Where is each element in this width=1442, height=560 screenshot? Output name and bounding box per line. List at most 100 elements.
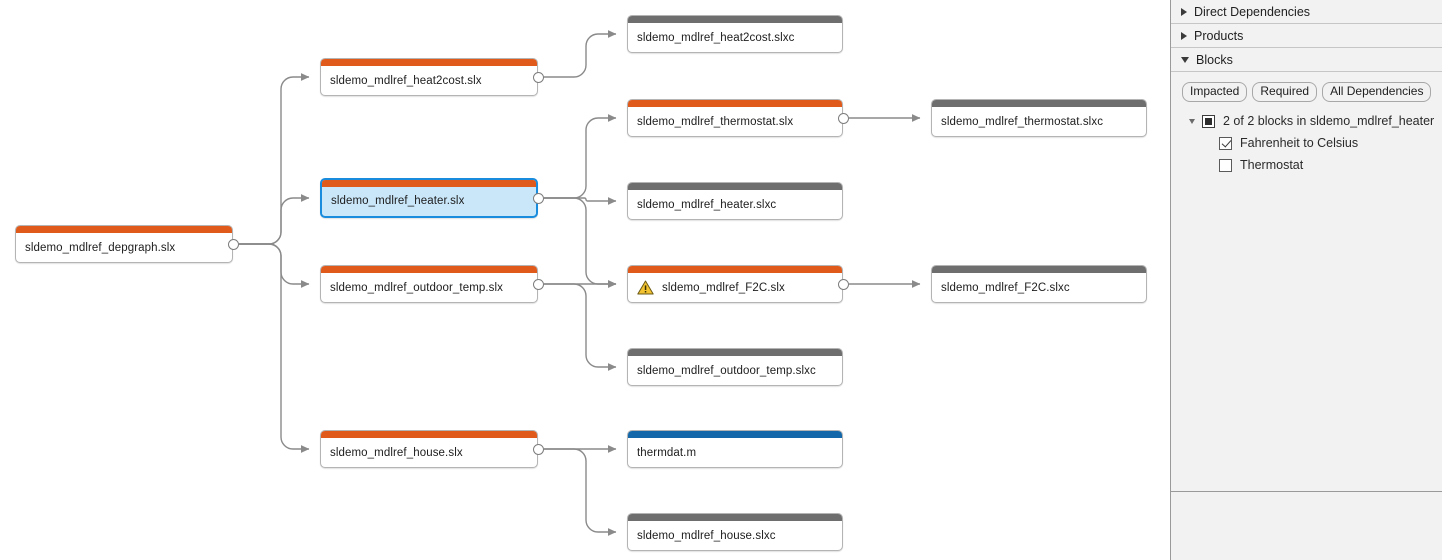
node-header-bar xyxy=(321,431,537,438)
edge-layer xyxy=(239,30,921,536)
block-filter-button-group: Impacted Required All Dependencies xyxy=(1171,72,1442,102)
chevron-right-icon xyxy=(1181,7,1187,16)
edge-depgraph-to-heater_slx xyxy=(239,194,310,245)
node-body: sldemo_mdlref_F2C.slxc xyxy=(932,273,1146,302)
graph-node-heater_slxc[interactable]: sldemo_mdlref_heater.slxc xyxy=(627,182,843,220)
node-label: sldemo_mdlref_thermostat.slxc xyxy=(941,115,1104,128)
edge-heater_slx-to-heater_slxc xyxy=(544,197,617,205)
graph-node-house_slx[interactable]: sldemo_mdlref_house.slx xyxy=(320,430,538,468)
checkbox-root-blocks[interactable] xyxy=(1202,114,1215,128)
node-body: sldemo_mdlref_outdoor_temp.slx xyxy=(321,273,537,302)
node-header-bar xyxy=(628,183,842,190)
checkbox-fahrenheit-to-celsius[interactable] xyxy=(1219,136,1232,150)
panel-bottom-filler xyxy=(1171,493,1442,560)
edges-group xyxy=(239,30,921,536)
edge-outdoor_slx-to-outdoor_slxc xyxy=(544,283,617,371)
blocks-section-body: Impacted Required All Dependencies 2 of … xyxy=(1171,72,1442,492)
node-label: sldemo_mdlref_F2C.slxc xyxy=(941,281,1070,294)
graph-node-outdoor_slxc[interactable]: sldemo_mdlref_outdoor_temp.slxc xyxy=(627,348,843,386)
graph-node-f2c_slxc[interactable]: sldemo_mdlref_F2C.slxc xyxy=(931,265,1147,303)
node-label: sldemo_mdlref_F2C.slx xyxy=(662,281,785,294)
graph-node-outdoor_slx[interactable]: sldemo_mdlref_outdoor_temp.slx xyxy=(320,265,538,303)
node-label: sldemo_mdlref_house.slxc xyxy=(637,529,776,542)
graph-node-house_slxc[interactable]: sldemo_mdlref_house.slxc xyxy=(627,513,843,551)
node-label: sldemo_mdlref_heater.slx xyxy=(331,194,465,207)
accordion-header-products[interactable]: Products xyxy=(1171,24,1442,48)
node-body: sldemo_mdlref_heat2cost.slx xyxy=(321,66,537,95)
tree-label-thermostat: Thermostat xyxy=(1240,158,1304,172)
edge-depgraph-to-house_slx xyxy=(239,243,310,453)
graph-node-thermostat_slx[interactable]: sldemo_mdlref_thermostat.slx xyxy=(627,99,843,137)
graph-node-heater_slx[interactable]: sldemo_mdlref_heater.slx xyxy=(320,178,538,218)
node-output-port[interactable] xyxy=(532,443,544,455)
node-output-port[interactable] xyxy=(532,192,544,204)
graph-node-heat2cost_slxc[interactable]: sldemo_mdlref_heat2cost.slxc xyxy=(627,15,843,53)
node-body: sldemo_mdlref_outdoor_temp.slxc xyxy=(628,356,842,385)
tree-label-root: 2 of 2 blocks in sldemo_mdlref_heater xyxy=(1223,114,1435,128)
node-label: sldemo_mdlref_house.slx xyxy=(330,446,463,459)
graph-node-heat2cost_slx[interactable]: sldemo_mdlref_heat2cost.slx xyxy=(320,58,538,96)
node-label: thermdat.m xyxy=(637,446,697,459)
edge-heater_slx-to-f2c_slx xyxy=(544,197,617,288)
node-output-port[interactable] xyxy=(532,278,544,290)
node-output-port[interactable] xyxy=(532,71,544,83)
dependency-graph-canvas[interactable]: sldemo_mdlref_depgraph.slx sldemo_mdlref_… xyxy=(0,0,1170,560)
node-body: sldemo_mdlref_thermostat.slx xyxy=(628,107,842,136)
node-header-bar xyxy=(932,266,1146,273)
chevron-down-icon xyxy=(1181,56,1189,63)
node-header-bar xyxy=(628,16,842,23)
node-header-bar xyxy=(322,180,536,187)
filter-button-required[interactable]: Required xyxy=(1252,82,1318,102)
edge-depgraph-to-outdoor_slx xyxy=(239,243,310,288)
node-header-bar xyxy=(628,100,842,107)
node-output-port[interactable] xyxy=(837,278,849,290)
node-header-bar xyxy=(321,59,537,66)
node-body: sldemo_mdlref_depgraph.slx xyxy=(16,233,232,262)
edge-heater_slx-to-thermostat_slx xyxy=(544,114,617,199)
graph-node-depgraph[interactable]: sldemo_mdlref_depgraph.slx xyxy=(15,225,233,263)
checkbox-thermostat[interactable] xyxy=(1219,158,1232,172)
graph-node-f2c_slx[interactable]: sldemo_mdlref_F2C.slx xyxy=(627,265,843,303)
node-label: sldemo_mdlref_heat2cost.slxc xyxy=(637,31,795,44)
blocks-tree: 2 of 2 blocks in sldemo_mdlref_heater Fa… xyxy=(1171,102,1442,176)
tree-label-fahrenheit-to-celsius: Fahrenheit to Celsius xyxy=(1240,136,1359,150)
node-label: sldemo_mdlref_outdoor_temp.slx xyxy=(330,281,504,294)
tree-row-thermostat[interactable]: Thermostat xyxy=(1171,154,1442,176)
tree-row-fahrenheit-to-celsius[interactable]: Fahrenheit to Celsius xyxy=(1171,132,1442,154)
edge-house_slx-to-house_slxc xyxy=(544,448,617,536)
node-label: sldemo_mdlref_outdoor_temp.slxc xyxy=(637,364,816,377)
node-header-bar xyxy=(16,226,232,233)
edge-depgraph-to-heat2cost_slx xyxy=(239,73,310,245)
filter-button-impacted[interactable]: Impacted xyxy=(1182,82,1248,102)
accordion-title-products: Products xyxy=(1194,28,1244,43)
node-header-bar xyxy=(628,266,842,273)
node-header-bar xyxy=(321,266,537,273)
node-header-bar xyxy=(628,514,842,521)
node-body: sldemo_mdlref_heater.slx xyxy=(322,187,536,214)
chevron-right-icon xyxy=(1181,31,1187,40)
filter-button-all-dependencies[interactable]: All Dependencies xyxy=(1322,82,1432,102)
dependency-side-panel: Direct Dependencies Products Blocks Impa… xyxy=(1170,0,1442,560)
node-label: sldemo_mdlref_depgraph.slx xyxy=(25,241,176,254)
tree-expander-icon[interactable] xyxy=(1189,118,1195,124)
warning-triangle-icon xyxy=(637,280,654,295)
accordion-title-direct-dependencies: Direct Dependencies xyxy=(1194,4,1311,19)
node-label: sldemo_mdlref_heater.slxc xyxy=(637,198,777,211)
node-label: sldemo_mdlref_thermostat.slx xyxy=(637,115,794,128)
tree-row-root[interactable]: 2 of 2 blocks in sldemo_mdlref_heater xyxy=(1171,110,1442,132)
node-body: thermdat.m xyxy=(628,438,842,467)
accordion-header-direct-dependencies[interactable]: Direct Dependencies xyxy=(1171,0,1442,24)
node-output-port[interactable] xyxy=(227,238,239,250)
node-header-bar xyxy=(628,349,842,356)
graph-node-thermdat_m[interactable]: thermdat.m xyxy=(627,430,843,468)
accordion-header-blocks[interactable]: Blocks xyxy=(1171,48,1442,72)
graph-node-thermostat_slxc[interactable]: sldemo_mdlref_thermostat.slxc xyxy=(931,99,1147,137)
node-header-bar xyxy=(932,100,1146,107)
node-body: sldemo_mdlref_house.slxc xyxy=(628,521,842,550)
node-label: sldemo_mdlref_heat2cost.slx xyxy=(330,74,482,87)
node-output-port[interactable] xyxy=(837,112,849,124)
node-body: sldemo_mdlref_heat2cost.slxc xyxy=(628,23,842,52)
edge-heat2cost_slx-to-heat2cost_slxc xyxy=(544,30,617,78)
node-body: sldemo_mdlref_house.slx xyxy=(321,438,537,467)
